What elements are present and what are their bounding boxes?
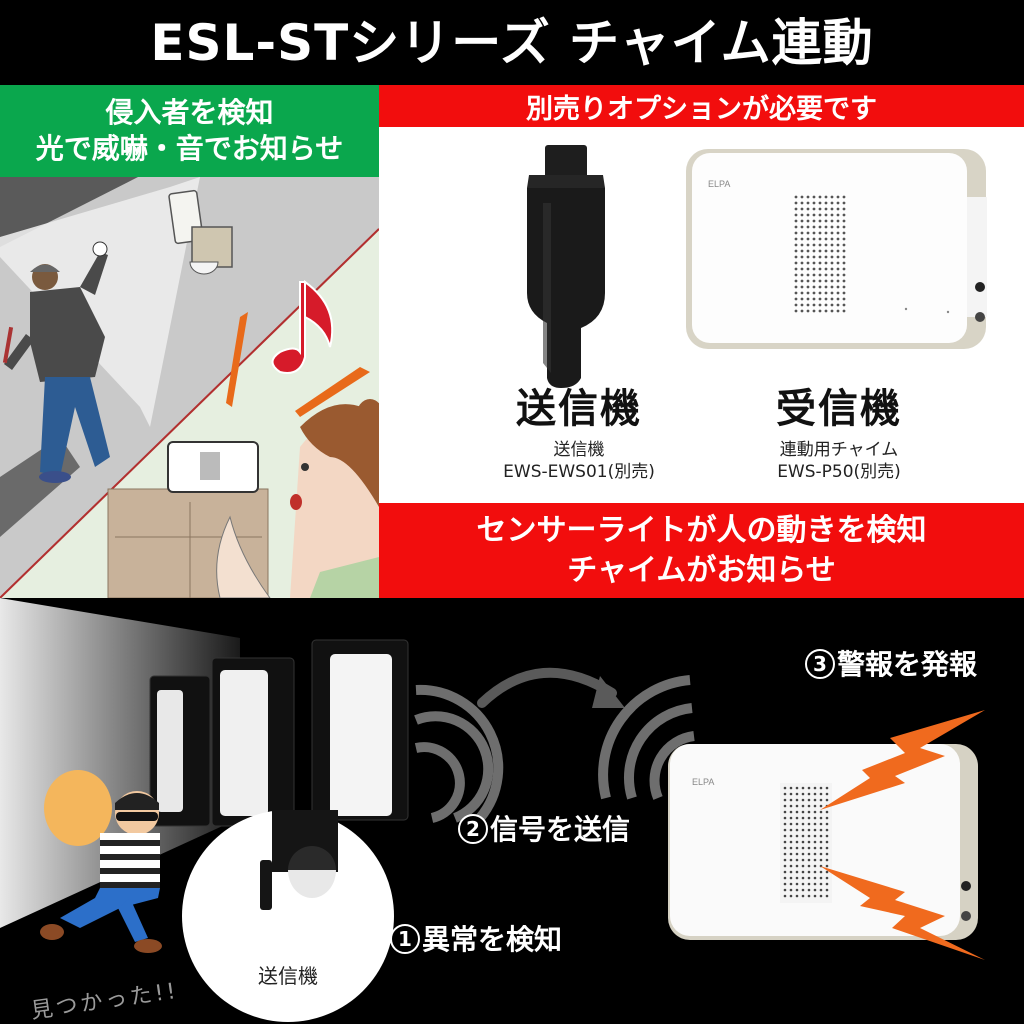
notice-banner: センサーライトが人の動きを検知 チャイムがお知らせ — [379, 503, 1024, 598]
sensor-light-image — [149, 639, 409, 827]
receiver-image: ELPA — [686, 149, 987, 349]
alarm-bolt-icon — [820, 710, 985, 960]
chime-device-illustration — [167, 441, 259, 493]
receiver-desc-1: 連動用チャイム — [779, 440, 899, 460]
step-1-number: 1 — [390, 924, 420, 954]
title-bar: ESL-STシリーズ チャイム連動 — [0, 0, 1024, 85]
notice-line-2: チャイムがお知らせ — [567, 552, 836, 588]
transmitter-desc-1: 送信機 — [553, 440, 605, 460]
notice-line-1: センサーライトが人の動きを検知 — [476, 512, 927, 548]
step-3-number: 3 — [805, 649, 835, 679]
receiver-title: 受信機 — [776, 386, 902, 432]
music-note-icon — [271, 280, 334, 374]
step-2-number: 2 — [458, 814, 488, 844]
green-banner: 侵入者を検知 光で威嚇・音でお知らせ — [0, 85, 379, 177]
signal-waves-right-icon — [598, 675, 695, 800]
transmitter-label: 送信機 — [258, 964, 318, 988]
transmitter-title: 送信機 — [516, 386, 642, 432]
arrow-icon — [477, 667, 625, 708]
flow-graphics: ELPA — [0, 598, 985, 960]
svg-text:ELPA: ELPA — [708, 179, 730, 189]
transmitter-device-icon — [260, 810, 338, 910]
intruder-chime-illustration — [0, 177, 379, 598]
receiver-product: 受信機 連動用チャイム EWS-P50(別売) — [739, 385, 939, 483]
thief-figure — [40, 770, 162, 953]
banner-line-2: 光で威嚇・音でお知らせ — [35, 132, 344, 165]
transmitter-model: EWS-EWS01(別売) — [503, 462, 655, 482]
flow-section: ELPA — [0, 598, 1024, 1024]
step-2-label: 信号を送信 — [490, 813, 631, 846]
options-banner-text: 別売りオプションが必要です — [526, 93, 877, 125]
options-banner: 別売りオプションが必要です — [379, 85, 1024, 127]
step-1-label: 異常を検知 — [422, 923, 563, 956]
banner-line-1: 侵入者を検知 — [105, 96, 274, 129]
sensor-light-icon — [168, 189, 233, 275]
step-3-label: 警報を発報 — [837, 648, 978, 681]
transmitter-image — [527, 145, 605, 388]
woman-figure — [216, 399, 379, 598]
transmitter-highlight: 送信機 — [182, 810, 394, 1022]
receiver-model: EWS-P50(別売) — [777, 462, 901, 482]
svg-text:ELPA: ELPA — [692, 777, 714, 787]
receiver-chime-image: ELPA — [668, 744, 978, 940]
page-title: ESL-STシリーズ チャイム連動 — [150, 13, 874, 72]
intruder-figure — [2, 241, 110, 483]
transmitter-product: 送信機 送信機 EWS-EWS01(別売) — [479, 385, 679, 483]
intruder-panel: 侵入者を検知 光で威嚇・音でお知らせ — [0, 85, 379, 598]
signal-waves-left-icon — [414, 684, 504, 823]
options-panel: 別売りオプションが必要です ELPA 送信機 送信機 — [379, 85, 1024, 503]
